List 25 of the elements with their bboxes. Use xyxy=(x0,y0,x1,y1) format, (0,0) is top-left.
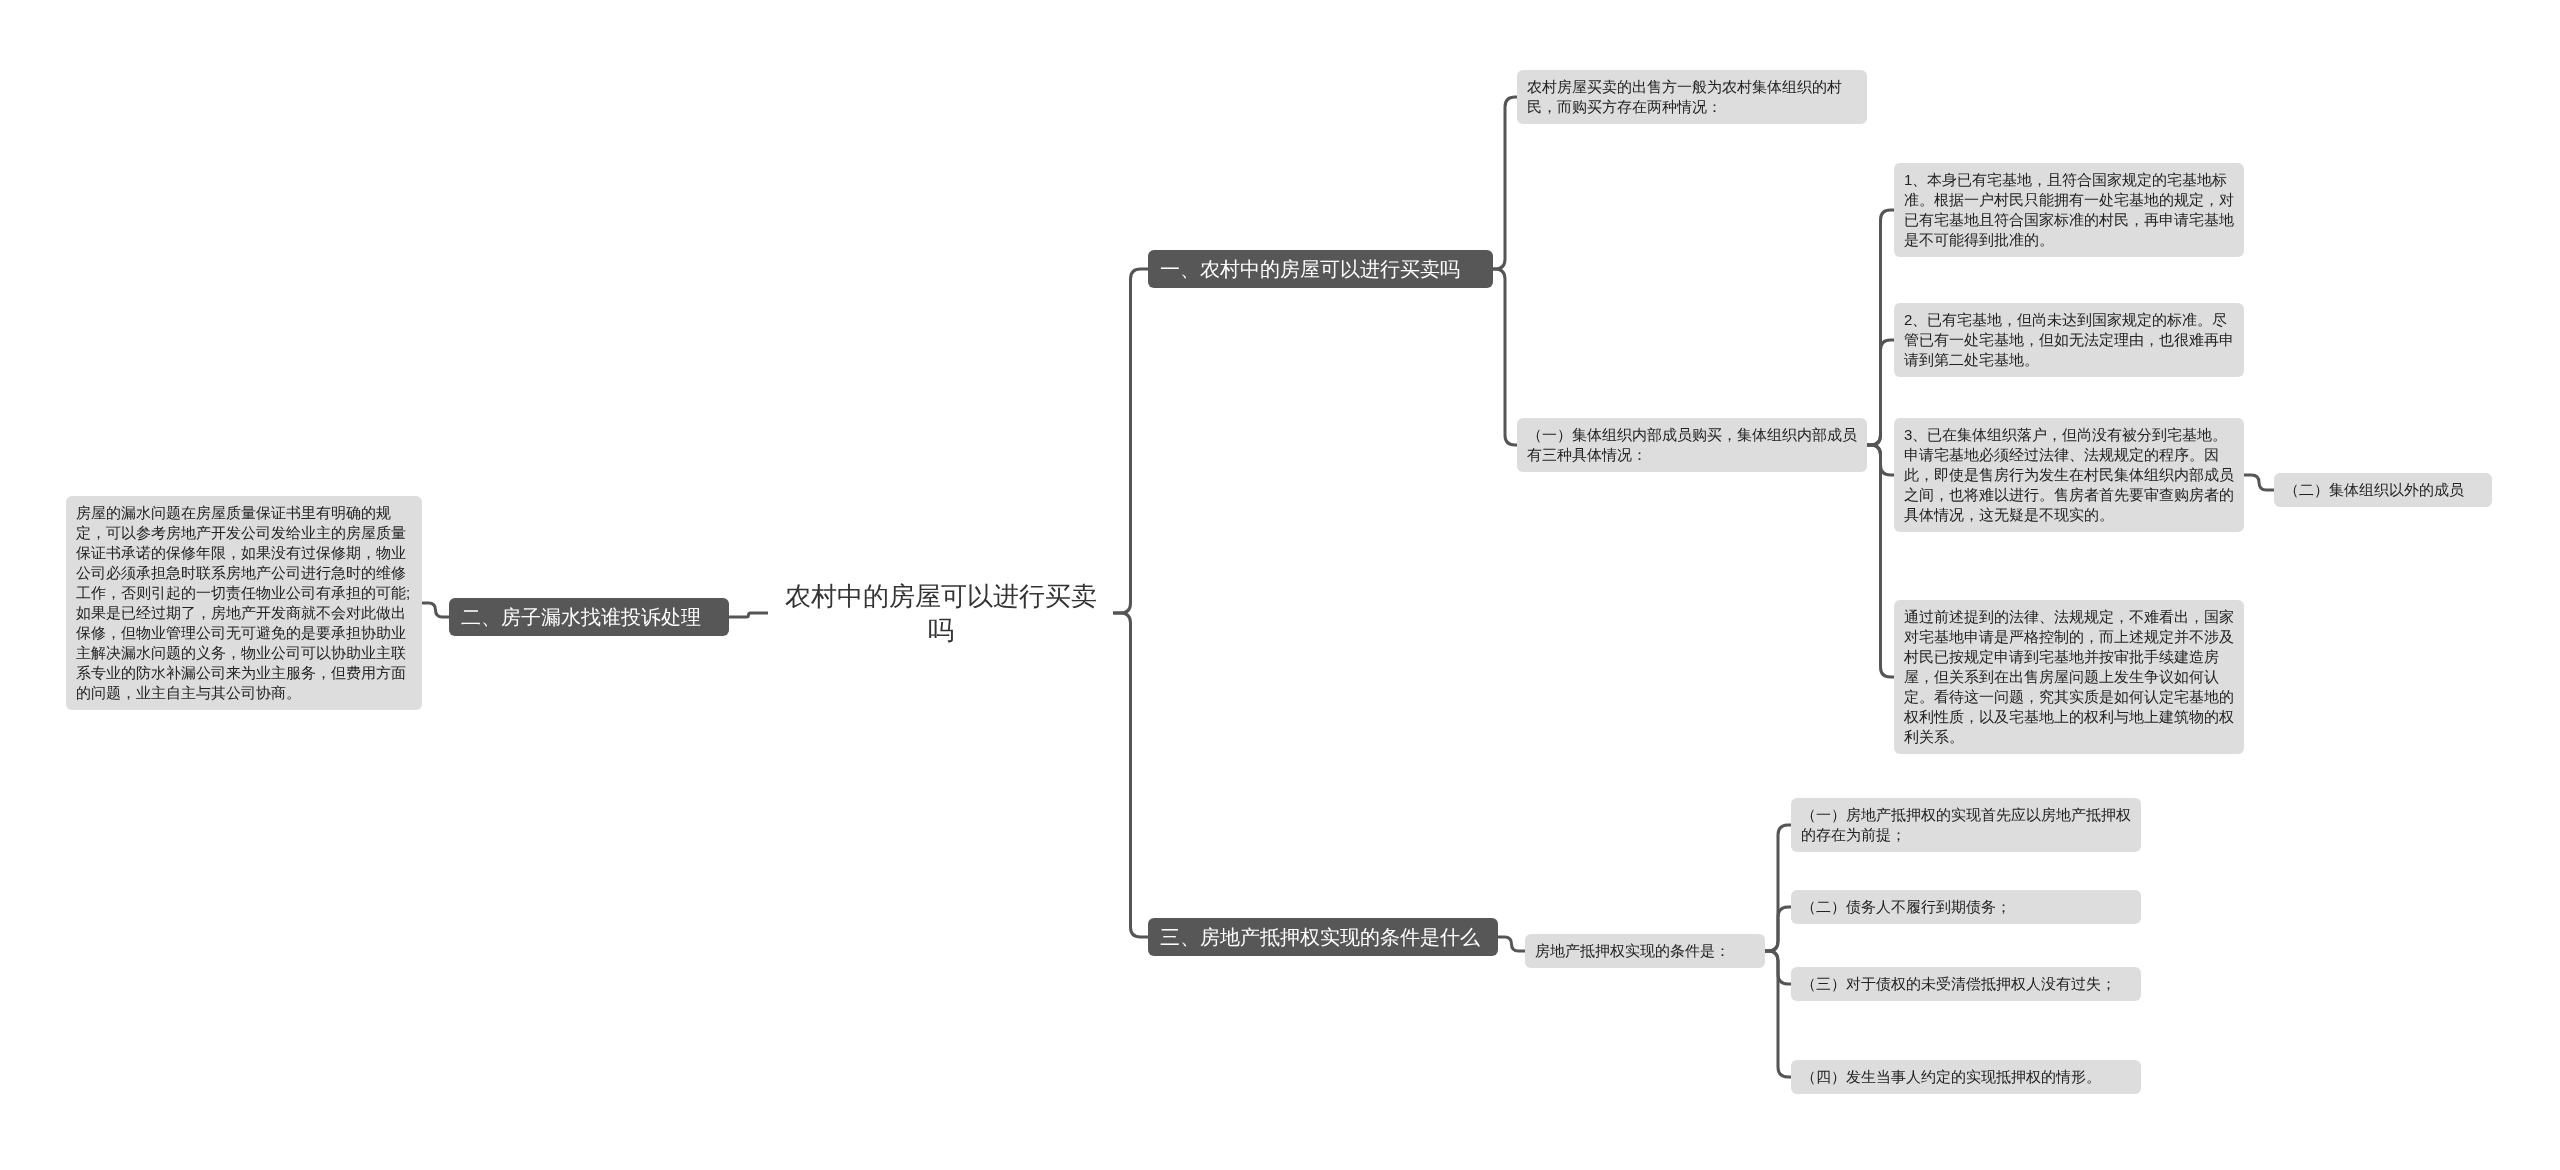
branch-topic: 一、农村中的房屋可以进行买卖吗 xyxy=(1148,250,1493,288)
topic-note: 农村房屋买卖的出售方一般为农村集体组织的村民，而购买方存在两种情况： xyxy=(1517,70,1867,124)
topic-note: （二）集体组织以外的成员 xyxy=(2274,473,2492,507)
topic-note: 房屋的漏水问题在房屋质量保证书里有明确的规定，可以参考房地产开发公司发给业主的房屋质量保证书承诺的保修年限，如果没有过保修期，物业公司必须承担急时联系房地产公司进行急时的维修工作，否则引起的一切责任物业公司有承担的可能;如果是已经过期了，房地产开发商就不会对此做出保修，但物业管理公司无可避免的是要承担协助业主解决漏水问题的义务，物业公司可以协助业主联系专业的防水补漏公司来为业主服务，但费用方面的问题，业主自主与其公司协商。 xyxy=(66,496,422,710)
connector-line xyxy=(1492,267,1518,447)
topic-note: 房地产抵押权实现的条件是： xyxy=(1525,934,1765,968)
topic-note: 1、本身已有宅基地，且符合国家规定的宅基地标准。根据一户村民只能拥有一处宅基地的规定，对已有宅基地且符合国家标准的村民，再申请宅基地是不可能得到批准的。 xyxy=(1894,163,2244,257)
connector-line xyxy=(1492,95,1518,271)
topic-note: （一）集体组织内部成员购买，集体组织内部成员有三种具体情况： xyxy=(1517,418,1867,472)
topic-note: 通过前述提到的法律、法规规定，不难看出，国家对宅基地申请是严格控制的，而上述规定并不涉及村民已按规定申请到宅基地并按审批手续建造房屋，但关系到在出售房屋问题上发生争议如何认定。看待这一问题，究其实质是如何认定宅基地的权利性质，以及宅基地上的权利与地上建筑物的权利关系。 xyxy=(1894,600,2244,754)
topic-note: （三）对于债权的未受清偿抵押权人没有过失； xyxy=(1791,967,2141,1001)
connector-line xyxy=(422,601,449,619)
connector-line xyxy=(1765,905,1791,953)
branch-topic: 三、房地产抵押权实现的条件是什么 xyxy=(1148,918,1498,956)
connector-line xyxy=(2244,473,2274,492)
branch-topic: 二、房子漏水找谁投诉处理 xyxy=(449,598,729,636)
connector-line xyxy=(729,611,768,619)
connector-line xyxy=(1113,611,1148,939)
central-topic: 农村中的房屋可以进行买卖吗 xyxy=(768,575,1113,651)
connector-line xyxy=(1498,935,1525,953)
topic-note: （二）债务人不履行到期债务； xyxy=(1791,890,2141,924)
topic-note: （四）发生当事人约定的实现抵押权的情形。 xyxy=(1791,1060,2141,1094)
topic-note: （一）房地产抵押权的实现首先应以房地产抵押权的存在为前提； xyxy=(1791,798,2141,852)
topic-note: 2、已有宅基地，但尚未达到国家规定的标准。尽管已有一处宅基地，但如无法定理由，也很难再申请到第二处宅基地。 xyxy=(1894,303,2244,377)
topic-note: 3、已在集体组织落户，但尚没有被分到宅基地。申请宅基地必须经过法律、法规规定的程序。因此，即使是售房行为发生在村民集体组织内部成员之间，也将难以进行。售房者首先要审查购房者的具体情况，这无疑是不现实的。 xyxy=(1894,418,2244,532)
